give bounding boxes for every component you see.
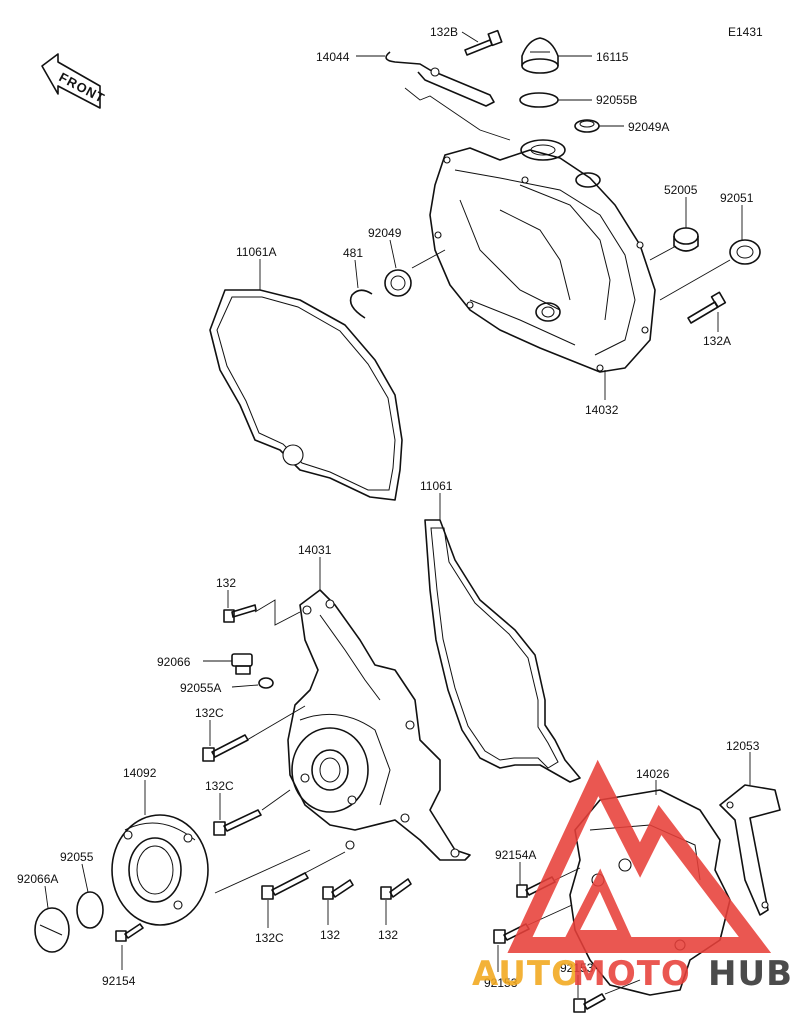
clutch-cover <box>429 139 656 373</box>
watermark-hub: HUB <box>708 954 793 994</box>
o-ring-92055b <box>519 92 559 108</box>
watermark: AUTO MOTO HUB <box>472 759 793 994</box>
oil-seal-92051 <box>729 239 761 265</box>
diagram-reference: E1431 <box>728 25 763 39</box>
watermark-logo-icon <box>507 759 772 953</box>
screw-92154 <box>115 923 144 942</box>
label-92051: 92051 <box>720 191 754 205</box>
label-11061a: 11061A <box>236 245 276 259</box>
o-ring-92055a <box>258 677 274 689</box>
bolt-132-b1 <box>322 879 354 900</box>
label-92066a: 92066A <box>17 872 58 886</box>
label-92049a: 92049A <box>628 120 669 134</box>
front-arrow-icon: FRONT <box>41 53 108 109</box>
label-14026: 14026 <box>636 767 670 781</box>
label-92066: 92066 <box>157 655 191 669</box>
label-92055a: 92055A <box>180 681 221 695</box>
bolt-132-top <box>223 604 257 623</box>
part-labels: 132B 14044 16115 92055B 92049A 52005 920… <box>17 25 760 990</box>
label-11061: 11061 <box>420 479 453 493</box>
label-14044: 14044 <box>316 50 350 64</box>
label-92049: 92049 <box>368 226 402 240</box>
label-132-b2: 132 <box>378 928 398 942</box>
oil-seal-92049a <box>574 119 600 133</box>
circlip-481 <box>349 289 373 319</box>
label-14092: 14092 <box>123 766 157 780</box>
bolt-132c-a <box>202 734 249 762</box>
label-52005: 52005 <box>664 183 698 197</box>
label-132c-a: 132C <box>195 706 224 720</box>
o-ring-92055 <box>76 891 104 929</box>
bearing-52005 <box>673 227 699 252</box>
label-132a: 132A <box>703 334 731 348</box>
label-132b: 132B <box>430 25 458 39</box>
gasket-11061 <box>424 519 581 783</box>
label-14032: 14032 <box>585 403 619 417</box>
gasket-11061a <box>209 289 403 501</box>
label-132c-b: 132C <box>205 779 234 793</box>
label-92153-a: 92153 <box>560 961 594 975</box>
watermark-moto: MOTO <box>572 954 691 994</box>
cap-92066a <box>34 907 70 953</box>
bolt-132a <box>687 291 727 324</box>
chain-guide-12053 <box>719 784 781 916</box>
inner-cover-14092 <box>111 814 209 926</box>
bolt-132c-b <box>213 809 262 836</box>
cable-guide-14044 <box>385 51 495 107</box>
label-92154a: 92154A <box>495 848 536 862</box>
label-14031: 14031 <box>298 543 332 557</box>
label-12053: 12053 <box>726 739 760 753</box>
label-92154: 92154 <box>102 974 136 988</box>
label-132-b1: 132 <box>320 928 340 942</box>
label-132c-c: 132C <box>255 931 284 945</box>
label-132-top: 132 <box>216 576 236 590</box>
label-16115: 16115 <box>596 50 629 64</box>
watermark-auto: AUTO <box>472 954 581 994</box>
generator-cover <box>287 589 471 861</box>
label-92055b: 92055B <box>596 93 637 107</box>
label-92055: 92055 <box>60 850 94 864</box>
bolt-132c-c <box>261 872 309 900</box>
bolt-132-b2 <box>380 878 412 900</box>
oil-filler-cap <box>521 37 559 74</box>
label-481: 481 <box>343 246 363 260</box>
plug-92066 <box>231 653 253 675</box>
label-92153-b: 92153 <box>484 976 518 990</box>
bolt-92153-b <box>573 993 606 1013</box>
bolt-132b <box>464 29 503 56</box>
oil-seal-92049 <box>384 269 412 297</box>
